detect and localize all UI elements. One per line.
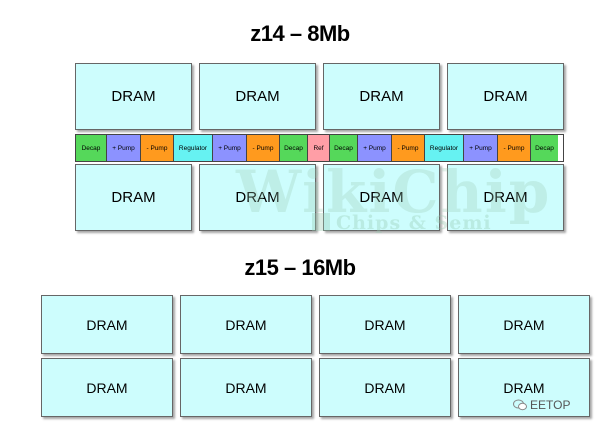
z14-dram-bottom-4: DRAM: [447, 164, 564, 231]
strip-block-decap: Decap: [280, 135, 308, 161]
z14-dram-top-1: DRAM: [75, 63, 192, 130]
z14-dram-bottom-2: DRAM: [199, 164, 316, 231]
strip-block-reg: Regulator: [174, 135, 213, 161]
z15-dram-bottom-2: DRAM: [180, 358, 312, 417]
strip-block-pump-p: + Pump: [358, 135, 392, 161]
strip-block-decap: Decap: [531, 135, 558, 161]
z15-dram-top-3: DRAM: [319, 295, 451, 354]
wikichip-watermark-sub: Chips & Semi: [336, 212, 492, 234]
strip-block-pump-m: - Pump: [498, 135, 531, 161]
strip-block-pump-m: - Pump: [247, 135, 280, 161]
strip-block-decap: Decap: [76, 135, 107, 161]
strip-block-pump-p: + Pump: [107, 135, 141, 161]
wikichip-logo-icon: [312, 213, 330, 231]
z14-dram-top-4: DRAM: [447, 63, 564, 130]
z14-dram-top-3: DRAM: [323, 63, 440, 130]
strip-block-pump-m: - Pump: [392, 135, 425, 161]
z15-dram-bottom-1: DRAM: [41, 358, 173, 417]
strip-block-decap: Decap: [330, 135, 358, 161]
z14-dram-bottom-1: DRAM: [75, 164, 192, 231]
strip-block-reg: Regulator: [425, 135, 464, 161]
eetop-label: EETOP: [530, 398, 571, 412]
wikichip-watermark: WikiChip: [236, 158, 552, 226]
strip-block-ref: Ref: [308, 135, 330, 161]
z15-dram-bottom-3: DRAM: [319, 358, 451, 417]
z14-dram-bottom-3: DRAM: [323, 164, 440, 231]
wechat-icon: [513, 399, 527, 411]
strip-block-pump-p: + Pump: [213, 135, 247, 161]
z15-dram-top-1: DRAM: [41, 295, 173, 354]
z15-dram-top-2: DRAM: [180, 295, 312, 354]
z14-dram-top-2: DRAM: [199, 63, 316, 130]
z14-title: z14 – 8Mb: [250, 21, 350, 46]
strip-block-pump-p: + Pump: [464, 135, 498, 161]
strip-block-pump-m: - Pump: [141, 135, 174, 161]
eetop-credit: EETOP: [513, 398, 570, 412]
z15-dram-top-4: DRAM: [458, 295, 590, 354]
z15-title: z15 – 16Mb: [244, 255, 356, 280]
